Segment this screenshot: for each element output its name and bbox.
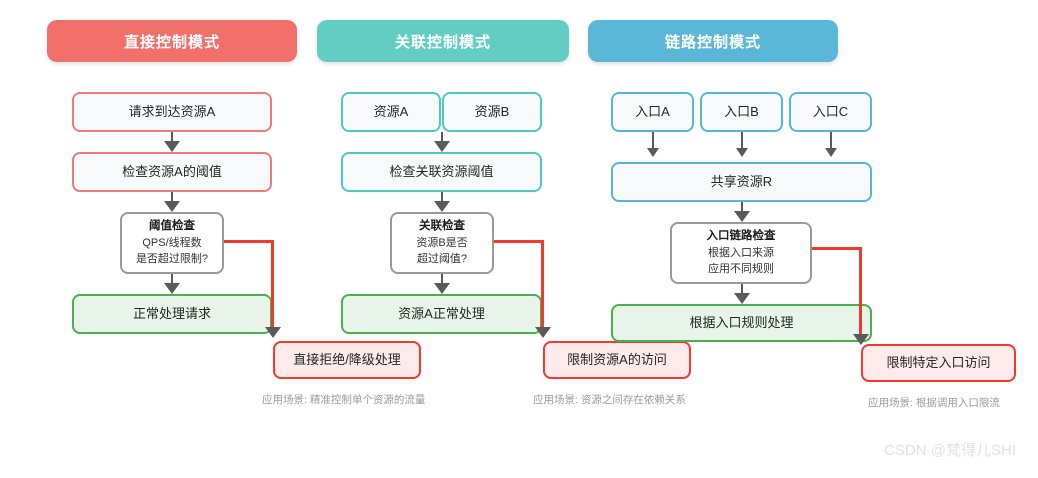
arrow-icon [734,293,750,304]
arrow-icon [265,327,281,338]
arrow-icon [535,327,551,338]
caption-direct-mode: 应用场景: 精准控制单个资源的流量 [262,394,426,406]
reject-branch-line-h [494,240,544,243]
node-shared-resource-r: 共享资源R [611,162,872,202]
arrow-icon [825,148,837,157]
arrow-icon [164,201,180,212]
arrow-icon [736,148,748,157]
connector-line [441,274,443,285]
decision-line-1: 根据入口来源 [708,246,774,259]
decision-line-1: 资源B是否 [416,236,468,249]
decision-line-2: 是否超过限制? [135,252,209,265]
decision-title: 关联检查 [419,220,465,233]
connector-line [171,132,173,143]
caption-chain-mode: 应用场景: 根据调用入口限流 [868,397,1000,409]
connector-line [652,132,654,150]
arrow-icon [647,148,659,157]
reject-branch-line-v [271,240,274,332]
connector-line [741,284,743,295]
connector-line [441,132,443,143]
reject-branch-line-v [859,247,862,339]
connector-line [171,192,173,203]
node-limit-specific-entry-access: 限制特定入口访问 [861,344,1016,382]
connector-line [830,132,832,150]
column-header-direct: 直接控制模式 [47,20,297,62]
node-resource-a-normal-process: 资源A正常处理 [341,294,542,334]
node-limit-resource-a-access: 限制资源A的访问 [543,341,691,379]
decision-line-2: 应用不同规则 [708,262,774,275]
reject-branch-line-h [812,247,862,250]
reject-branch-line-h [224,240,274,243]
column-header-related: 关联控制模式 [317,20,569,62]
column-header-chain: 链路控制模式 [588,20,838,62]
node-check-related-threshold: 检查关联资源阈值 [341,152,542,192]
node-check-threshold-a: 检查资源A的阈值 [72,152,272,192]
node-reject-or-degrade: 直接拒绝/降级处理 [273,341,421,379]
arrow-icon [434,201,450,212]
node-request-arrive-resource-a: 请求到达资源A [72,92,272,132]
node-process-by-entry-rule: 根据入口规则处理 [611,304,872,342]
caption-related-mode: 应用场景: 资源之间存在依赖关系 [533,394,686,406]
decision-title: 阈值检查 [149,220,195,233]
arrow-icon [853,334,869,345]
decision-line-1: QPS/线程数 [142,236,202,249]
connector-line [741,132,743,150]
decision-related-check: 关联检查 资源B是否 超过阈值? [390,212,494,274]
arrow-icon [434,141,450,152]
node-entry-b: 入口B [700,92,783,132]
arrow-icon [164,283,180,294]
arrow-icon [434,283,450,294]
decision-threshold-check: 阈值检查 QPS/线程数 是否超过限制? [120,212,224,274]
reject-branch-line-v [541,240,544,332]
node-entry-c: 入口C [789,92,872,132]
connector-line [741,202,743,213]
decision-entry-chain-check: 入口链路检查 根据入口来源 应用不同规则 [670,222,812,284]
node-entry-a: 入口A [611,92,694,132]
decision-line-2: 超过阈值? [416,252,468,265]
node-resource-b: 资源B [442,92,542,132]
decision-title: 入口链路检查 [706,230,776,243]
arrow-icon [734,211,750,222]
node-resource-a: 资源A [341,92,441,132]
connector-line [441,192,443,203]
node-normal-process-request: 正常处理请求 [72,294,272,334]
arrow-icon [164,141,180,152]
connector-line [171,274,173,285]
watermark-text: CSDN @梵得儿SHI [884,442,1016,459]
